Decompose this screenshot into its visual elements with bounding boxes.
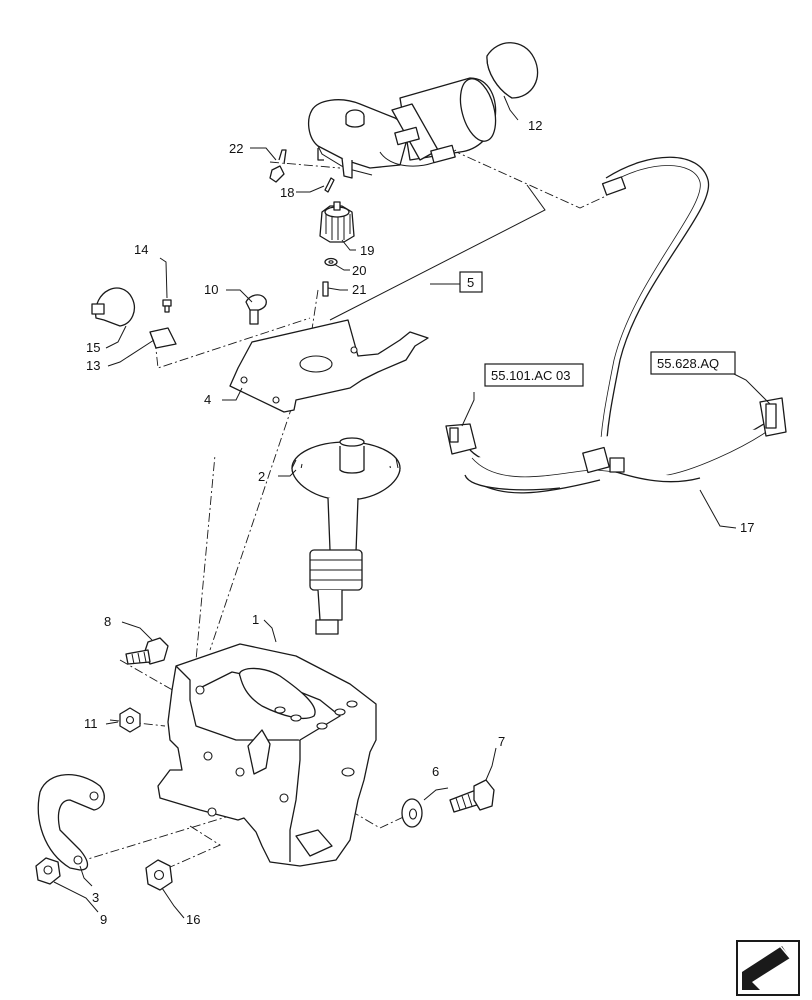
part-6-washer (401, 798, 423, 828)
reference-link-right[interactable]: 55.628.AQ (650, 351, 736, 375)
reference-label-left: 55.101.AC 03 (491, 368, 571, 383)
callout-17: 17 (740, 520, 754, 535)
callout-12: 12 (528, 118, 542, 133)
part-16-nut (145, 859, 173, 891)
part-15-clamp (91, 287, 135, 327)
part-2-gear-shaft (291, 437, 401, 635)
callout-6: 6 (432, 764, 439, 779)
callout-3: 3 (92, 890, 99, 905)
callout-1: 1 (252, 612, 259, 627)
callout-22: 22 (229, 141, 243, 156)
part-9-nut (35, 857, 61, 885)
part-8-bolt (125, 637, 169, 665)
part-12-cover-cap (486, 42, 539, 99)
part-18-pin (324, 177, 335, 193)
part-20-washer (324, 257, 338, 267)
part-13-clip (149, 327, 177, 349)
callout-14: 14 (134, 242, 148, 257)
part-19-gear (319, 201, 355, 243)
callout-8: 8 (104, 614, 111, 629)
callout-7: 7 (498, 734, 505, 749)
reference-label-right: 55.628.AQ (657, 356, 719, 371)
callout-2: 2 (258, 469, 265, 484)
callout-15: 15 (86, 340, 100, 355)
part-10-bolt (245, 294, 267, 325)
callout-18: 18 (280, 185, 294, 200)
part-22-bolt (269, 149, 287, 183)
group-bracket-5 (329, 184, 546, 321)
part-3-hook-bracket (37, 774, 105, 871)
part-7-bolt (449, 779, 495, 813)
callout-11: 11 (84, 716, 98, 731)
callout-4: 4 (204, 392, 211, 407)
callout-5-box: 5 (459, 271, 483, 293)
arrow-navigation-icon[interactable] (736, 940, 800, 996)
callout-10: 10 (204, 282, 218, 297)
callout-20: 20 (352, 263, 366, 278)
callout-9: 9 (100, 912, 107, 927)
part-17-wire-harness (445, 156, 787, 494)
part-4-plate (229, 319, 429, 413)
callout-19: 19 (360, 243, 374, 258)
callout-5: 5 (467, 275, 474, 290)
callout-13: 13 (86, 358, 100, 373)
callout-21: 21 (352, 282, 366, 297)
callout-labels: 12 22 18 19 20 21 14 10 15 13 4 2 1 8 11… (84, 118, 754, 927)
part-11-nut (119, 707, 141, 733)
callout-16: 16 (186, 912, 200, 927)
part-14-screw (162, 299, 172, 313)
reference-link-left[interactable]: 55.101.AC 03 (484, 363, 584, 387)
part-21-pin (322, 281, 329, 297)
part-1-bracket (157, 643, 377, 867)
motor-assembly (307, 77, 497, 179)
leader-lines (53, 95, 771, 919)
